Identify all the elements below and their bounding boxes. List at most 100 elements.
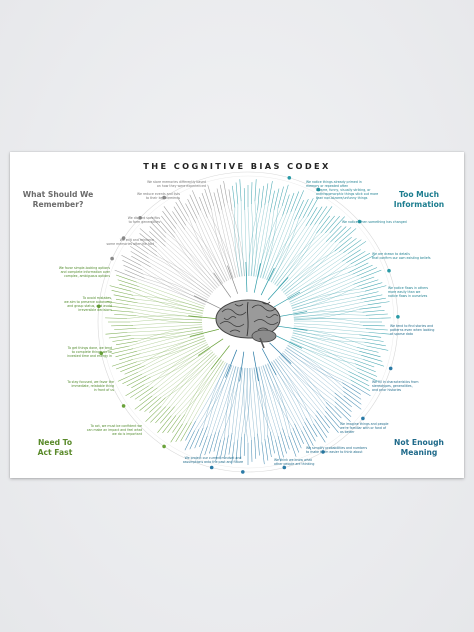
branch-line — [140, 290, 204, 312]
branch-line — [165, 246, 215, 292]
category-dot — [121, 404, 126, 408]
bias-label-mark — [366, 345, 389, 351]
branch-line — [165, 353, 215, 407]
bias-label-mark — [199, 435, 208, 457]
bias-label-mark — [368, 317, 391, 319]
branch-line — [279, 241, 327, 290]
bias-label-mark — [155, 406, 171, 424]
branch-line — [258, 366, 268, 436]
poster-title: THE COGNITIVE BIAS CODEX — [143, 161, 331, 171]
bias-label-mark — [131, 255, 151, 268]
branch-line — [194, 364, 230, 431]
bias-label-mark — [144, 397, 162, 412]
branch-line — [143, 274, 208, 301]
branch-line — [291, 288, 362, 306]
bias-label-mark — [334, 401, 352, 417]
bias-label-mark — [149, 397, 166, 413]
branch-line — [292, 332, 360, 352]
branch-line — [287, 261, 343, 299]
outer-ring — [97, 171, 399, 473]
branch-line — [136, 315, 203, 323]
branch-line — [148, 258, 210, 297]
branch-line — [191, 362, 226, 423]
branch-line — [140, 335, 205, 354]
branch-trunk — [274, 334, 303, 349]
branch-line — [290, 275, 357, 305]
branch-trunk — [277, 325, 308, 331]
branch-line — [157, 347, 211, 388]
bias-label-mark — [364, 285, 387, 292]
branch-line — [284, 349, 343, 383]
branch-line — [135, 277, 206, 305]
brain-part — [229, 329, 241, 333]
bias-label-mark — [117, 279, 139, 287]
category-label: We imagine things and people we're famil… — [340, 422, 389, 434]
bias-label-mark — [365, 328, 388, 331]
branch-line — [268, 220, 295, 282]
bias-label-mark — [243, 188, 246, 211]
branch-line — [228, 366, 239, 436]
bias-label-mark — [347, 241, 367, 254]
branch-trunk — [210, 345, 230, 370]
branch-line — [240, 201, 245, 277]
bias-label-mark — [361, 338, 384, 342]
category-label: We project our current mindset and assum… — [182, 456, 244, 464]
branch-line — [271, 361, 305, 423]
category-dot — [388, 366, 393, 371]
bias-label-mark — [268, 181, 273, 203]
branch-line — [185, 225, 226, 283]
branch-trunk — [225, 349, 238, 378]
branch-line — [272, 225, 311, 284]
branch-line — [291, 337, 364, 360]
branch-line — [209, 213, 236, 278]
bias-label-mark — [362, 310, 385, 313]
branch-line — [140, 265, 207, 303]
bias-label-mark — [342, 382, 361, 395]
branch-line — [137, 339, 206, 373]
bias-label-mark — [228, 189, 233, 212]
bias-label-mark — [119, 283, 141, 291]
branch-line — [274, 224, 315, 285]
category-dot — [241, 470, 245, 474]
bias-label-mark — [124, 365, 145, 375]
bias-label-mark — [334, 397, 352, 412]
category-label: We favor simple-looking options and comp… — [58, 266, 110, 278]
bias-label-mark — [177, 197, 189, 217]
branch-line — [271, 218, 299, 283]
branch-line — [215, 366, 237, 433]
brain-icon — [215, 299, 281, 349]
bias-label-mark — [254, 179, 257, 202]
category-label: To stay focused, we favor the immediate,… — [67, 380, 114, 392]
bias-label-mark — [173, 206, 187, 226]
branch-line — [263, 365, 283, 429]
bias-label-mark — [149, 231, 166, 247]
branch-trunk — [198, 338, 224, 356]
bias-label-mark — [129, 241, 149, 254]
branch-line — [161, 353, 215, 398]
bias-label-mark — [269, 190, 275, 213]
bias-label-mark — [357, 347, 379, 353]
bias-label-mark — [320, 215, 335, 234]
bias-label-mark — [114, 328, 137, 330]
branch-line — [141, 269, 206, 305]
branch-line — [251, 203, 254, 277]
branch-line — [267, 363, 302, 431]
branch-line — [270, 361, 315, 420]
bias-label-mark — [175, 201, 188, 222]
branch-line — [195, 222, 225, 283]
branch-line — [140, 335, 205, 364]
branch-line — [237, 367, 246, 440]
branch-line — [293, 301, 365, 316]
category-dot — [287, 176, 292, 180]
bias-label-mark — [162, 210, 177, 229]
branch-line — [288, 343, 350, 376]
category-dot — [396, 315, 400, 319]
bias-label-mark — [216, 188, 223, 211]
category-dot — [162, 195, 166, 200]
branch-line — [137, 326, 203, 342]
bias-label-mark — [334, 406, 351, 422]
bias-label-mark — [365, 313, 388, 316]
branch-trunk — [253, 263, 261, 293]
